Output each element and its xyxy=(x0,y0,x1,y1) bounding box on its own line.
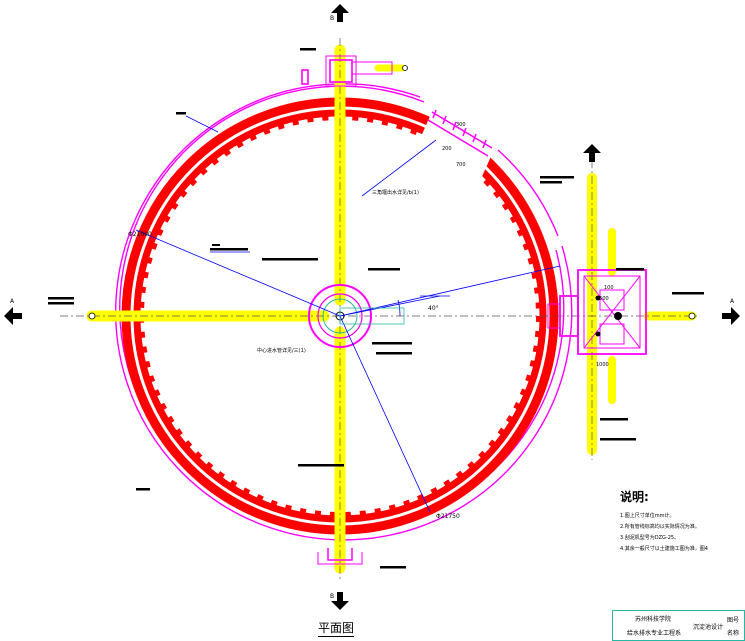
svg-text:40°: 40° xyxy=(428,305,439,312)
svg-text:200: 200 xyxy=(442,146,452,152)
svg-text:A: A xyxy=(10,298,15,305)
notes-title: 说明: xyxy=(620,490,649,504)
svg-text:B: B xyxy=(330,15,334,22)
svg-text:700: 700 xyxy=(456,162,466,168)
svg-text:1500: 1500 xyxy=(596,296,609,302)
pipe-caps xyxy=(88,65,696,320)
title-block-drawing: 沉淀池设计 xyxy=(693,624,724,631)
note-line: 4.其余一般尺寸以土建施工图为准，图4 xyxy=(620,546,708,552)
svg-text:Φ21750: Φ21750 xyxy=(436,513,460,520)
callout-labels xyxy=(48,48,704,569)
title-block: 苏州科技学院 给水排水专业工程系 沉淀池设计 图号 名称 xyxy=(612,610,745,641)
wall-gap xyxy=(413,88,509,183)
svg-text:1000: 1000 xyxy=(596,362,609,368)
section-mark-right: A xyxy=(722,298,740,325)
title-block-name: 名称 xyxy=(727,630,740,637)
bottom-well xyxy=(317,548,363,565)
svg-text:100: 100 xyxy=(604,285,614,291)
section-mark-left: A xyxy=(4,298,22,325)
dimension-text: Φ21000 Φ21750 40° 300 200 1500 700 100 1… xyxy=(128,122,614,520)
pipe-centerlines xyxy=(60,38,700,580)
notes-block: 说明: 1.图上尺寸单位mm计。 2.所有管线标高均以实际情况为准。 3.刮泥机… xyxy=(620,488,745,555)
note-line: 2.所有管线标高均以实际情况为准。 xyxy=(620,524,700,530)
center-well xyxy=(308,284,372,348)
section-mark-top: B xyxy=(330,4,349,22)
svg-text:B: B xyxy=(330,593,334,600)
valve-chamber xyxy=(547,269,647,355)
pipes xyxy=(86,44,697,574)
valve-symbols xyxy=(595,295,622,337)
title-block-no: 图号 xyxy=(727,617,740,624)
svg-text:中心进水管详见/三(1): 中心进水管详见/三(1) xyxy=(257,347,306,354)
note-line: 3.刮泥机型号为DZG-25。 xyxy=(620,535,680,541)
note-line: 1.图上尺寸单位mm计。 xyxy=(620,513,675,519)
svg-text:三角堰出水详见/b(1): 三角堰出水详见/b(1) xyxy=(372,189,419,196)
svg-text:300: 300 xyxy=(456,122,466,128)
svg-text:Φ21000: Φ21000 xyxy=(128,231,152,238)
drawing-title: 平面图 xyxy=(318,621,355,637)
outlet-launder xyxy=(427,109,493,157)
top-sludge-well xyxy=(301,55,393,87)
svg-text:A: A xyxy=(730,298,735,305)
angle-box xyxy=(339,307,405,325)
title-block-line1: 苏州科技学院 xyxy=(635,616,672,623)
title-block-line2: 给水排水专业工程系 xyxy=(627,630,682,637)
section-mark-right-top xyxy=(583,144,601,162)
section-mark-bottom: B xyxy=(330,592,349,610)
leader-text: 中心进水管详见/三(1) 三角堰出水详见/b(1) xyxy=(257,189,419,354)
